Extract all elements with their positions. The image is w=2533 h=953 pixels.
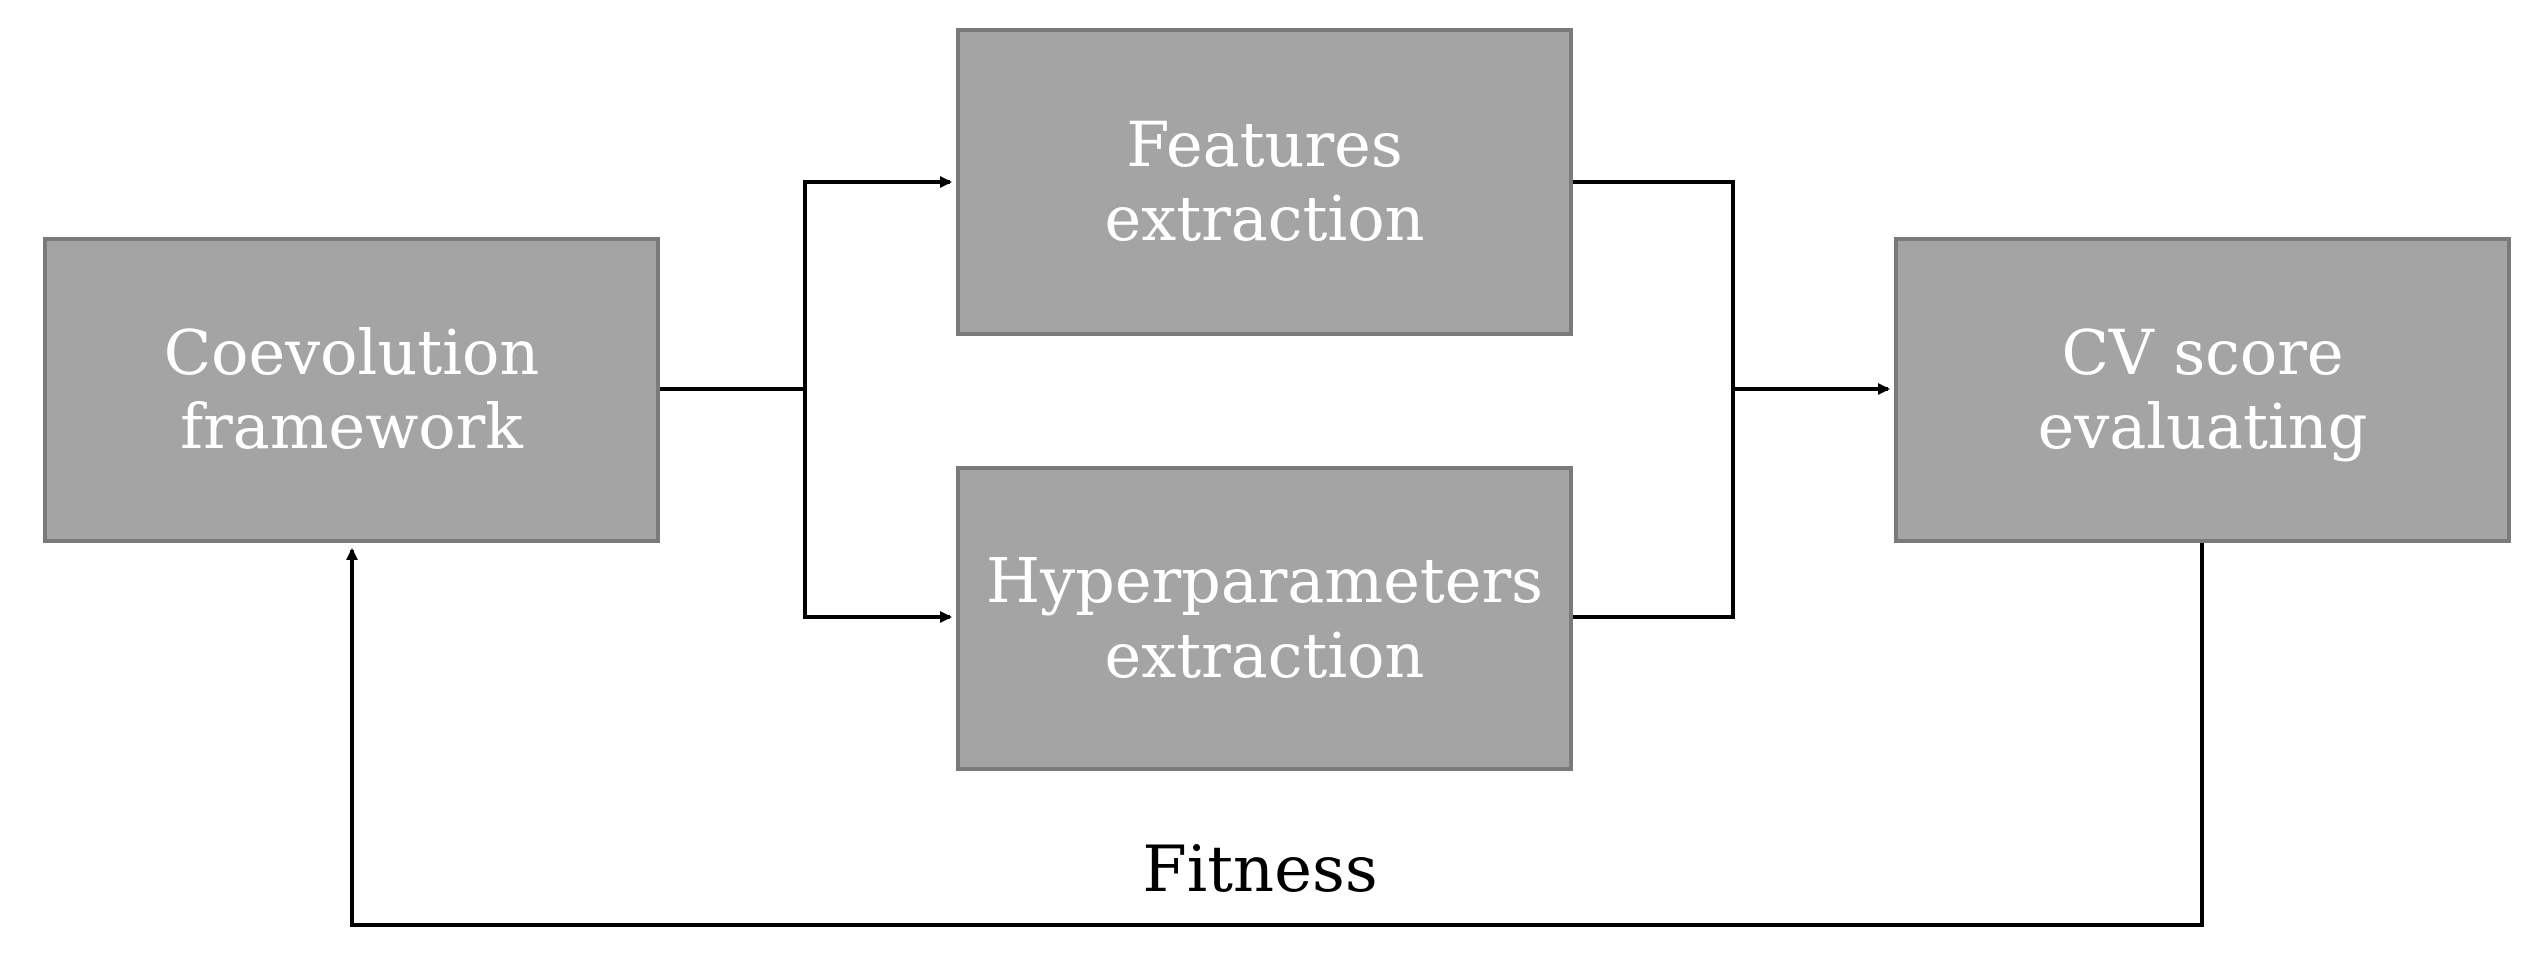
fitness-edge-label: Fitness xyxy=(1142,833,1378,907)
edge-to-features xyxy=(803,176,952,389)
edge-from-features xyxy=(1573,180,1735,389)
edge-to-hyperparameters xyxy=(803,389,952,623)
coevolution-label-line2: framework xyxy=(180,390,523,463)
edge-from-hyperparameters xyxy=(1573,389,1735,619)
edge-fitness-feedback xyxy=(346,543,2204,927)
coevolution-label-line1: Coevolution xyxy=(163,315,540,389)
features-label-line1: Features xyxy=(1126,107,1403,181)
hyperparameters-label-line1: Hyperparameters xyxy=(986,544,1543,618)
cv-score-label-line1: CV score xyxy=(2061,315,2344,389)
hyperparameters-label-line2: extraction xyxy=(1104,618,1425,692)
hyperparameters-extraction-box: Hyperparameters extraction xyxy=(956,466,1573,771)
cv-score-evaluating-box: CV score evaluating xyxy=(1894,237,2511,543)
features-extraction-box: Features extraction xyxy=(956,28,1573,336)
coevolution-framework-box: Coevolution framework xyxy=(43,237,660,543)
cv-score-label-line2: evaluating xyxy=(2037,390,2368,463)
features-label-line2: extraction xyxy=(1104,182,1425,255)
